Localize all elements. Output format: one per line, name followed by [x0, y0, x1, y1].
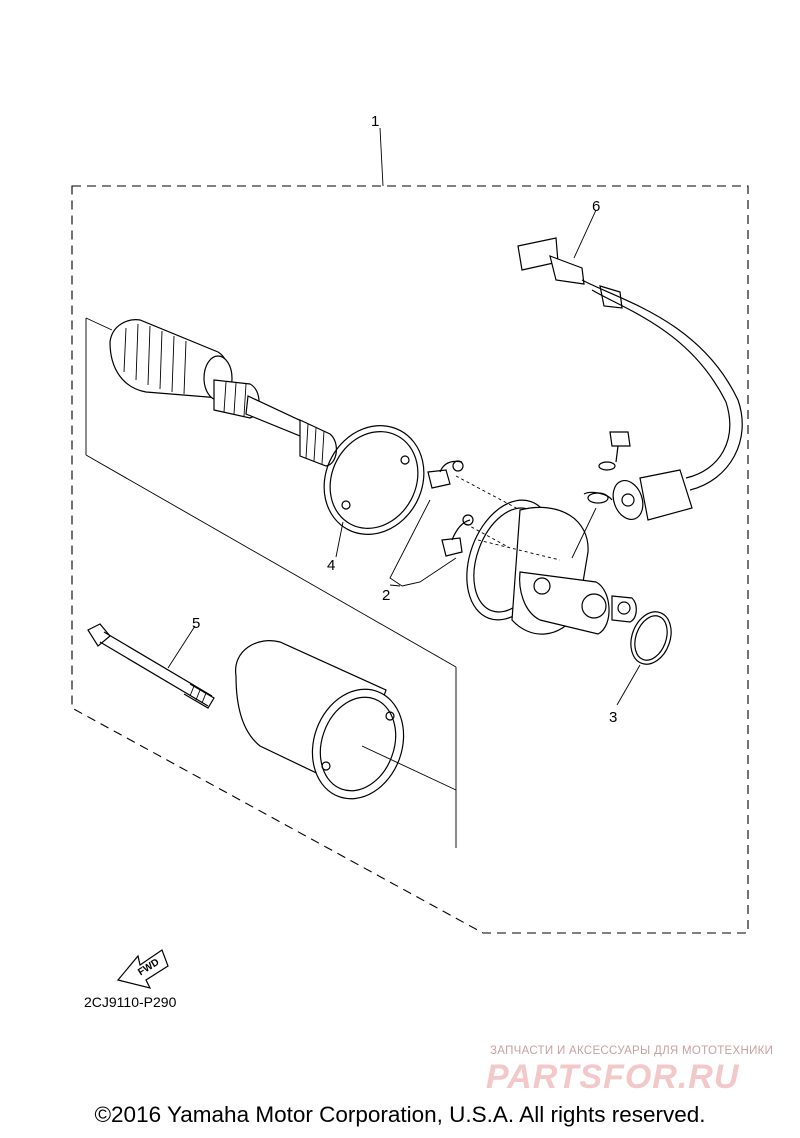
callout-5: 5	[192, 615, 200, 632]
exploded-frame	[85, 317, 457, 848]
terminal-screw	[571, 431, 631, 559]
callout-4: 4	[327, 557, 335, 574]
assembly-dashed-outline	[71, 127, 749, 934]
o-ring	[616, 611, 672, 706]
callout-2: 2	[382, 587, 390, 604]
callout-1: 1	[371, 113, 379, 130]
through-bolt	[87, 623, 215, 709]
part-code: 2CJ9110-P290	[84, 994, 177, 1010]
copyright-notice: ©2016 Yamaha Motor Corporation, U.S.A. A…	[94, 1102, 706, 1127]
armature	[109, 319, 337, 467]
yoke-housing	[235, 640, 457, 800]
fwd-arrow-icon: FWD	[116, 949, 169, 989]
brush-set	[389, 460, 474, 587]
callout-6: 6	[592, 198, 600, 215]
lead-wire	[517, 209, 743, 521]
watermark-logo: PARTSFOR.RU	[486, 1058, 740, 1096]
watermark-tagline: ЗАПЧАСТИ И АКСЕССУАРЫ ДЛЯ МОТОТЕХНИКИ	[490, 1045, 774, 1057]
gasket-ring	[323, 425, 425, 558]
callout-3: 3	[609, 709, 617, 726]
front-cover	[455, 475, 637, 635]
